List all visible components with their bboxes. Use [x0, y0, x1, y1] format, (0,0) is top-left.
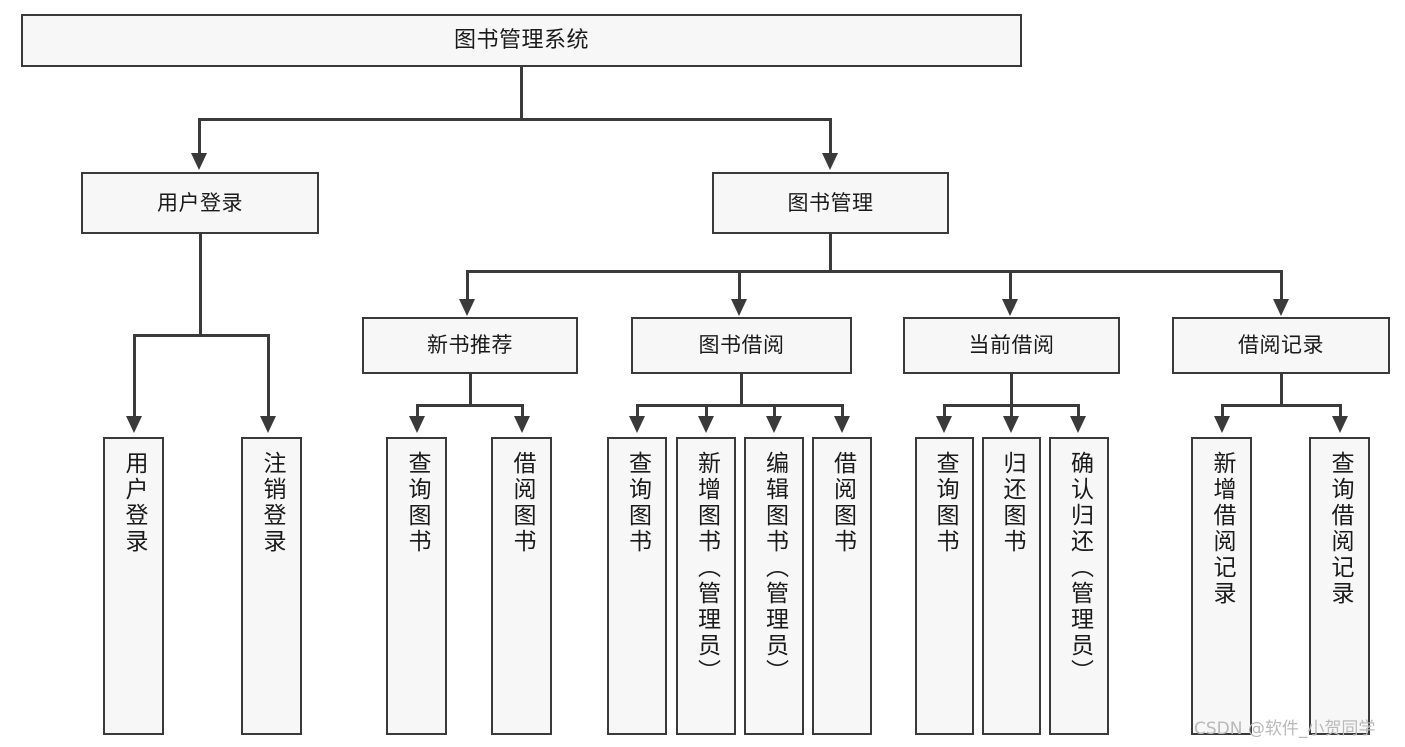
connector-book-management-stem [829, 234, 832, 272]
arrowhead-leaf-logout [260, 416, 276, 433]
connector-br-leaf-2 [1339, 404, 1342, 418]
node-label: 查询图书 [932, 451, 958, 555]
leaf-query-borrow-record[interactable]: 查询借阅记录 [1309, 437, 1370, 735]
node-label: 借阅记录 [1238, 333, 1324, 358]
leaf-logout[interactable]: 注销登录 [241, 437, 302, 735]
leaf-user-login[interactable]: 用户登录 [103, 437, 164, 735]
connector-borrow-record-bus [1221, 404, 1341, 407]
node-label: 图书管理系统 [453, 27, 589, 53]
node-label: 注销登录 [259, 451, 285, 555]
arrowhead-cb-leaf-2 [1003, 416, 1019, 433]
connector-br-leaf-1 [1221, 404, 1224, 418]
connector-user-login-leaf-2 [267, 334, 270, 418]
node-label: 归还图书 [999, 451, 1025, 555]
node-label: 当前借阅 [968, 333, 1055, 358]
connector-to-current-borrow [1009, 270, 1012, 302]
node-label: 新书推荐 [427, 333, 513, 358]
node-label: 确认归还（管理员） [1066, 451, 1093, 685]
node-label: 图书管理 [787, 190, 874, 215]
arrowhead-borrow-record [1273, 299, 1289, 316]
connector-cb-leaf-2 [1010, 404, 1013, 418]
csdn-watermark: CSDN @软件_小贺同学 [1194, 714, 1375, 739]
leaf-edit-book-admin[interactable]: 编辑图书（管理员） [744, 437, 804, 735]
connector-bb-leaf-1 [636, 404, 639, 418]
node-label: 编辑图书（管理员） [761, 451, 788, 685]
leaf-query-book-cb[interactable]: 查询图书 [915, 437, 974, 735]
connector-root-bus [198, 118, 832, 121]
connector-bb-leaf-3 [773, 404, 776, 418]
connector-root-stem [520, 67, 523, 120]
arrowhead-bb-leaf-3 [766, 416, 782, 433]
leaf-query-book-bb[interactable]: 查询图书 [607, 437, 667, 735]
connector-user-login-leaf-1 [133, 334, 136, 418]
node-root-book-management-system[interactable]: 图书管理系统 [21, 14, 1022, 67]
node-label: 查询图书 [624, 451, 651, 555]
leaf-borrow-book-nbr[interactable]: 借阅图书 [491, 437, 552, 735]
node-label: 借阅图书 [829, 451, 856, 555]
connector-bb-leaf-2 [705, 404, 708, 418]
arrowhead-bb-leaf-1 [629, 416, 645, 433]
arrowhead-new-book-recommend [459, 299, 475, 316]
connector-book-borrow-bus [636, 404, 844, 407]
connector-bb-leaf-4 [841, 404, 844, 418]
node-book-management[interactable]: 图书管理 [712, 172, 949, 234]
connector-to-borrow-record [1280, 270, 1283, 302]
watermark-text: CSDN @软件_小贺同学 [1194, 719, 1376, 739]
arrowhead-bb-leaf-4 [834, 416, 850, 433]
connector-to-new-book-recommend [466, 270, 469, 302]
leaf-add-book-admin[interactable]: 新增图书（管理员） [676, 437, 736, 735]
connector-new-book-recommend-stem [469, 374, 472, 406]
arrowhead-current-borrow [1002, 299, 1018, 316]
leaf-confirm-return-admin[interactable]: 确认归还（管理员） [1049, 437, 1109, 735]
connector-current-borrow-stem [1010, 374, 1013, 406]
node-book-borrow[interactable]: 图书借阅 [631, 317, 852, 374]
node-borrow-record[interactable]: 借阅记录 [1172, 317, 1390, 374]
node-label: 图书借阅 [698, 333, 785, 358]
node-new-book-recommend[interactable]: 新书推荐 [362, 317, 578, 374]
connector-user-login-bus [133, 334, 269, 337]
arrowhead-book-management [822, 153, 838, 170]
leaf-query-book-nbr[interactable]: 查询图书 [386, 437, 447, 735]
connector-book-management-bus [466, 270, 1282, 273]
connector-new-book-recommend-bus [416, 404, 524, 407]
connector-root-to-book-management [829, 118, 832, 156]
node-label: 查询借阅记录 [1327, 451, 1353, 607]
connector-cb-leaf-1 [943, 404, 946, 418]
connector-cb-leaf-3 [1077, 404, 1080, 418]
node-current-borrow[interactable]: 当前借阅 [903, 317, 1120, 374]
connector-nbr-leaf-2 [521, 404, 524, 418]
arrowhead-nbr-leaf-1 [409, 416, 425, 433]
arrowhead-book-borrow [731, 299, 747, 316]
node-label: 新增借阅记录 [1209, 451, 1235, 607]
connector-borrow-record-stem [1280, 374, 1283, 406]
node-label: 新增图书（管理员） [693, 451, 720, 685]
node-label: 用户登录 [157, 190, 243, 215]
leaf-return-book[interactable]: 归还图书 [982, 437, 1041, 735]
node-label: 用户登录 [121, 451, 147, 555]
node-label: 查询图书 [404, 451, 430, 555]
arrowhead-br-leaf-2 [1332, 416, 1348, 433]
leaf-borrow-book-bb[interactable]: 借阅图书 [812, 437, 872, 735]
arrowhead-bb-leaf-2 [698, 416, 714, 433]
arrowhead-leaf-user-login [126, 416, 142, 433]
connector-nbr-leaf-1 [416, 404, 419, 418]
arrowhead-cb-leaf-3 [1070, 416, 1086, 433]
connector-user-login-stem [199, 234, 202, 336]
arrowhead-cb-leaf-1 [936, 416, 952, 433]
connector-to-book-borrow [738, 270, 741, 302]
connector-book-borrow-stem [740, 374, 743, 406]
connector-root-to-user-login [198, 118, 201, 156]
arrowhead-nbr-leaf-2 [514, 416, 530, 433]
arrowhead-user-login [191, 153, 207, 170]
node-label: 借阅图书 [509, 451, 535, 555]
leaf-add-borrow-record[interactable]: 新增借阅记录 [1191, 437, 1252, 735]
arrowhead-br-leaf-1 [1214, 416, 1230, 433]
node-user-login[interactable]: 用户登录 [81, 172, 319, 234]
